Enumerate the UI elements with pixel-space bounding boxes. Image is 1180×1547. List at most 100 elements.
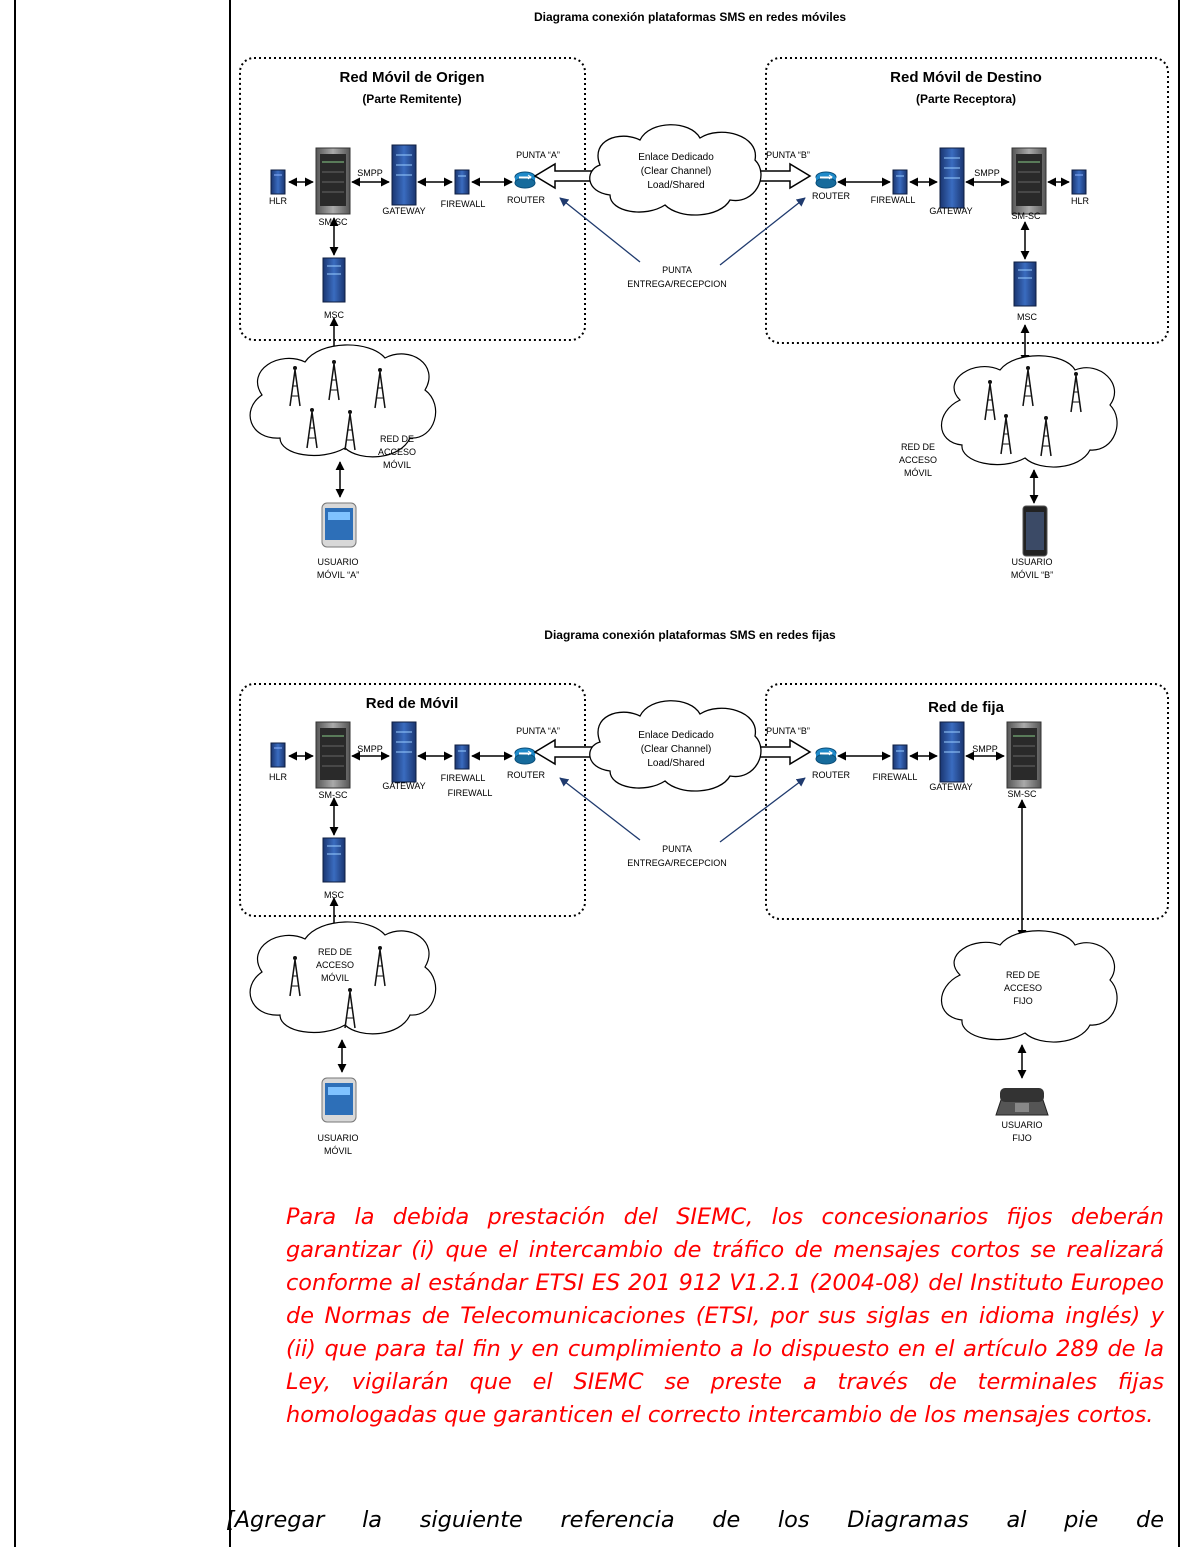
- hlr-icon: [270, 169, 286, 195]
- access-line-2: ACCESO: [378, 447, 416, 457]
- user-f-line-2: FIJO: [1012, 1133, 1032, 1143]
- link-cloud: [589, 124, 762, 216]
- label-hlr: HLR: [269, 196, 288, 206]
- label-gateway: GATEWAY: [929, 782, 972, 792]
- access-m-line-2: ACCESO: [316, 960, 354, 970]
- smsc-icon: [315, 721, 351, 789]
- router-icon: [815, 747, 837, 765]
- access-m-line-1: RED DE: [318, 947, 352, 957]
- origin-network-subtitle: (Parte Remitente): [362, 92, 461, 106]
- label-gateway: GATEWAY: [382, 781, 425, 791]
- delivery-line-2: ENTREGA/RECEPCION: [627, 858, 727, 868]
- label-hlr: HLR: [269, 772, 288, 782]
- firewall-icon: [454, 169, 470, 195]
- user-m-line-1: USUARIO: [317, 1133, 358, 1143]
- gateway-icon: [391, 721, 417, 783]
- msc-icon: [322, 257, 346, 303]
- label-firewall: FIREWALL: [441, 773, 486, 783]
- msc-icon: [322, 837, 346, 883]
- gateway-icon: [391, 144, 417, 206]
- destination-network-box: [765, 57, 1169, 344]
- bracket-note: [Agregar la siguiente referencia de los …: [226, 1507, 1164, 1533]
- label-firewall: FIREWALL: [873, 772, 918, 782]
- label-router: ROUTER: [507, 770, 546, 780]
- access-line-1: RED DE: [380, 434, 414, 444]
- user-m-line-2: MÓVIL: [324, 1146, 352, 1156]
- firewall-icon: [454, 744, 470, 770]
- destination-network-name: Red Móvil de Destino: [890, 69, 1042, 86]
- arrow-to-cloud-right: [754, 738, 812, 766]
- label-firewall-duplicate: FIREWALL: [448, 788, 493, 798]
- access-cloud-left: [249, 344, 437, 458]
- user-b-line-2: MÓVIL “B”: [1011, 570, 1053, 580]
- fixed-network-box: [765, 683, 1169, 920]
- label-smsc: SM-SC: [319, 217, 349, 227]
- label-punta-b: PUNTA “B”: [766, 726, 810, 736]
- msc-icon: [1013, 261, 1037, 307]
- label-punta-a: PUNTA “A”: [516, 726, 560, 736]
- link-line-2: (Clear Channel): [641, 744, 712, 755]
- smsc-icon: [1006, 721, 1042, 789]
- red-paragraph: Para la debida prestación del SIEMC, los…: [286, 1204, 1164, 1428]
- label-smpp: SMPP: [972, 744, 998, 754]
- diagram-mobile: Red Móvil de Origen (Parte Remitente) Re…: [239, 57, 1169, 580]
- delivery-line-1: PUNTA: [662, 844, 692, 854]
- user-a-line-1: USUARIO: [317, 557, 358, 567]
- link-line-3: Load/Shared: [647, 180, 704, 191]
- label-msc: MSC: [324, 890, 345, 900]
- delivery-line-2: ENTREGA/RECEPCION: [627, 279, 727, 289]
- user-f-line-1: USUARIO: [1001, 1120, 1042, 1130]
- user-a-line-2: MÓVIL “A”: [317, 570, 359, 580]
- label-smpp: SMPP: [974, 168, 1000, 178]
- arrow-to-cloud-right: [754, 162, 812, 190]
- mobile-phone-icon: [321, 1077, 357, 1123]
- table-border-right: [1178, 0, 1180, 1547]
- fixed-network-name: Red de fija: [928, 699, 1005, 716]
- link-line-3: Load/Shared: [647, 758, 704, 769]
- router-icon: [815, 171, 837, 189]
- mobile-network-name: Red de Móvil: [366, 695, 459, 712]
- mobile-phone-icon: [321, 502, 357, 548]
- label-smsc: SM-SC: [1012, 211, 1042, 221]
- label-smsc: SM-SC: [1008, 789, 1038, 799]
- hlr-icon: [270, 742, 286, 768]
- table-border-middle: [229, 0, 231, 1547]
- access-f-line-1: RED DE: [1006, 970, 1040, 980]
- access-line-2: ACCESO: [899, 455, 937, 465]
- desk-phone-icon: [995, 1088, 1049, 1116]
- label-router: ROUTER: [812, 770, 851, 780]
- label-punta-b: PUNTA “B”: [766, 150, 810, 160]
- gateway-icon: [939, 147, 965, 209]
- firewall-icon: [892, 744, 908, 770]
- firewall-icon: [892, 169, 908, 195]
- label-hlr: HLR: [1071, 196, 1090, 206]
- access-cloud-left: [249, 921, 437, 1035]
- mobile-network-box: [239, 683, 586, 917]
- link-cloud: [589, 700, 762, 792]
- label-router: ROUTER: [507, 195, 546, 205]
- destination-network-subtitle: (Parte Receptora): [916, 92, 1016, 106]
- router-icon: [514, 171, 536, 189]
- link-line-1: Enlace Dedicado: [638, 730, 714, 741]
- access-cloud-right: [940, 930, 1118, 1043]
- label-msc: MSC: [1017, 312, 1038, 322]
- link-line-2: (Clear Channel): [641, 166, 712, 177]
- diagram-fixed: Red de Móvil Red de fija HLR SM-SC SMPP …: [239, 683, 1169, 1156]
- label-firewall: FIREWALL: [871, 195, 916, 205]
- origin-network-box: [239, 57, 586, 341]
- access-line-3: MÓVIL: [904, 468, 932, 478]
- hlr-icon: [1071, 169, 1087, 195]
- diagram-fixed-title: Diagrama conexión plataformas SMS en red…: [544, 628, 836, 642]
- label-smpp: SMPP: [357, 744, 383, 754]
- label-smsc: SM-SC: [319, 790, 349, 800]
- label-smpp: SMPP: [357, 168, 383, 178]
- label-firewall: FIREWALL: [441, 199, 486, 209]
- link-line-1: Enlace Dedicado: [638, 152, 714, 163]
- router-icon: [514, 747, 536, 765]
- gateway-icon: [939, 721, 965, 783]
- table-border-left: [14, 0, 16, 1547]
- access-cloud-right: [940, 355, 1118, 468]
- smsc-icon: [1011, 147, 1047, 215]
- access-line-1: RED DE: [901, 442, 935, 452]
